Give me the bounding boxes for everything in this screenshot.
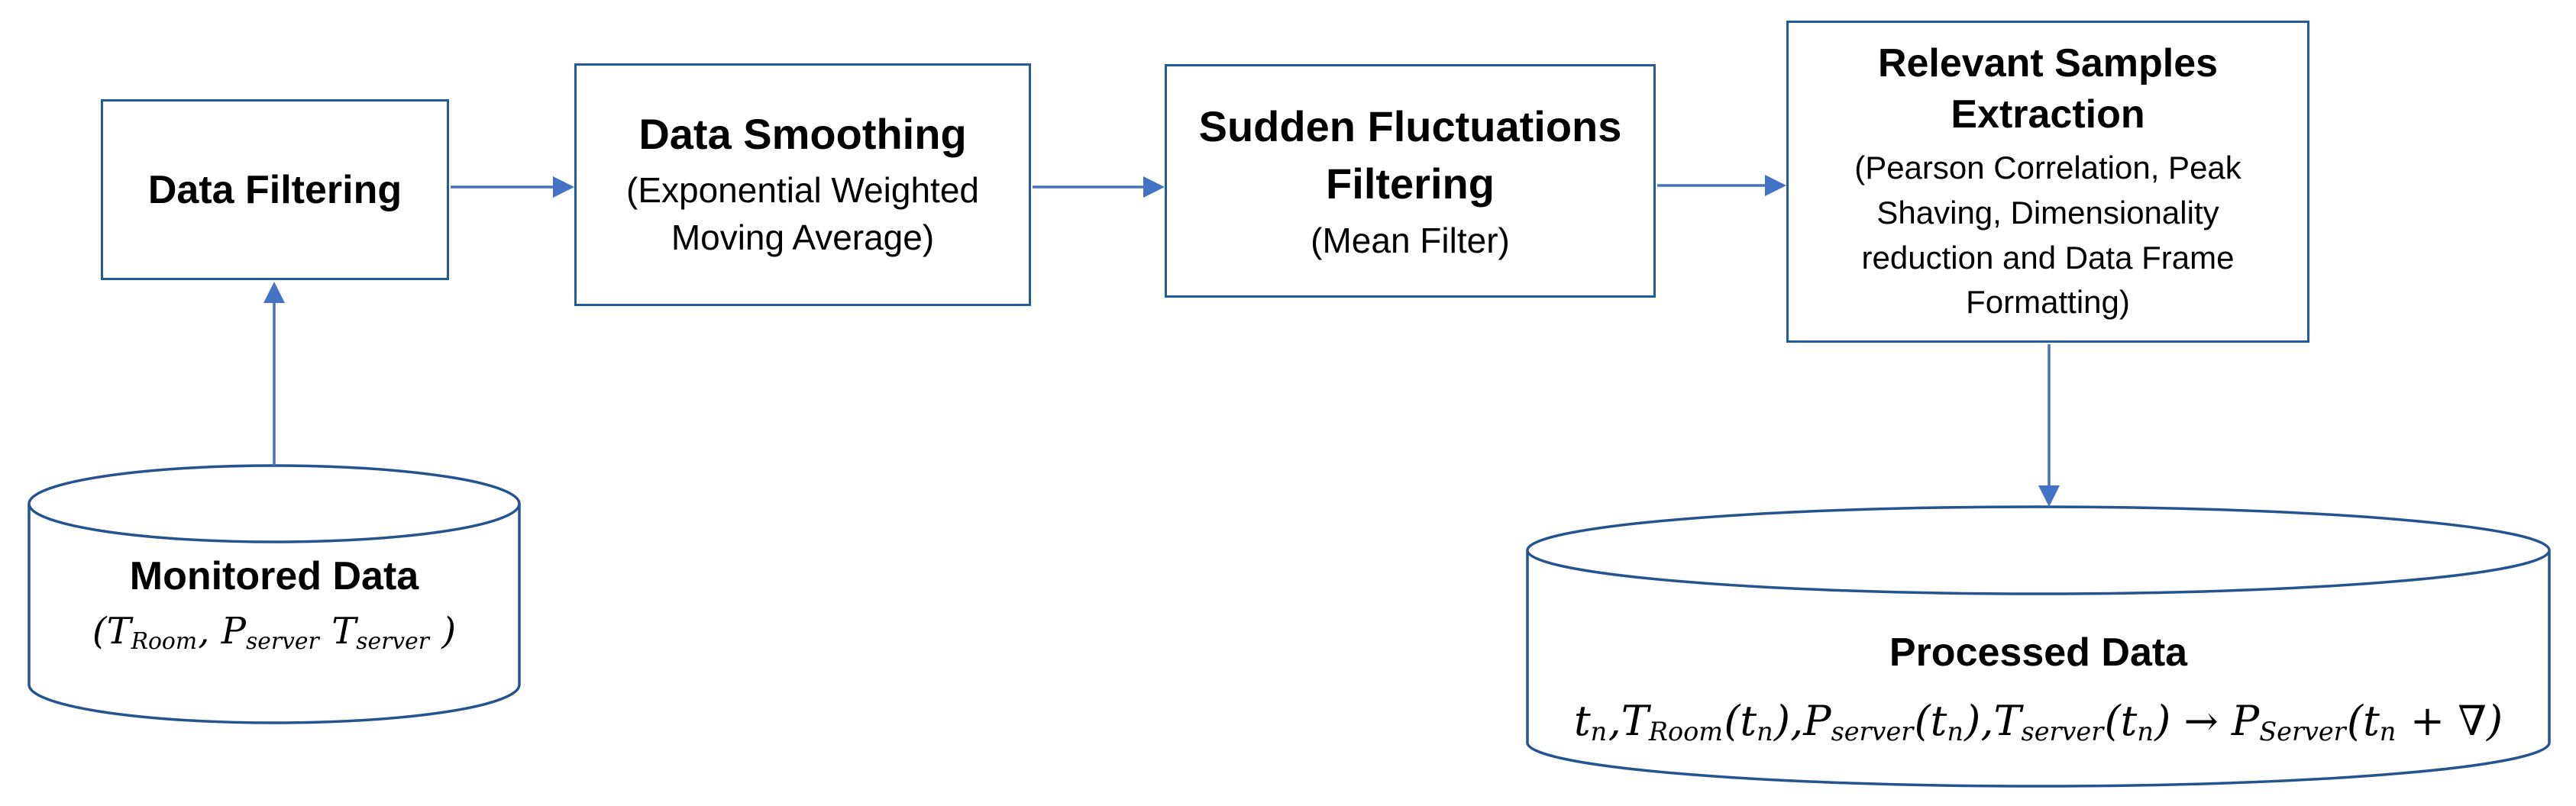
data-filtering-box: Data Filtering <box>101 99 449 280</box>
sudden-fluctuations-subtitle-line-1: (Mean Filter) <box>1311 221 1510 261</box>
arrow-relevant-samples-to-processed-data <box>2038 344 2060 507</box>
sudden-fluctuations-subtitle: (Mean Filter) <box>1311 218 1510 264</box>
monitored-data-formula: (TRoom, Pserver Tserver ) <box>92 610 457 655</box>
monitored-data-title: Monitored Data <box>129 554 419 598</box>
arrow-monitored-data-to-data-filtering <box>263 282 285 466</box>
relevant-samples-title-line-1: Relevant Samples <box>1877 40 2219 85</box>
sudden-fluctuations-filtering-title: Sudden Fluctuations Filtering <box>1199 98 1622 212</box>
arrow-data-smoothing-to-sudden-fluctuations <box>1033 176 1165 198</box>
sudden-fluctuations-title-line-2: Filtering <box>1326 160 1495 208</box>
data-smoothing-title: Data Smoothing <box>638 109 967 158</box>
data-smoothing-subtitle: (Exponential Weighted Moving Average) <box>626 167 979 261</box>
relevant-samples-subtitle-line-1: (Pearson Correlation, Peak <box>1854 150 2241 185</box>
data-smoothing-subtitle-line-1: (Exponential Weighted <box>626 169 979 210</box>
monitored-data-label: Monitored Data (TRoom, Pserver Tserver ) <box>29 519 519 687</box>
arrow-data-filtering-to-data-smoothing <box>451 176 574 198</box>
data-smoothing-box: Data Smoothing (Exponential Weighted Mov… <box>574 63 1031 306</box>
relevant-samples-title-line-2: Extraction <box>1951 92 2145 137</box>
processed-data-title: Processed Data <box>1889 630 2188 675</box>
sudden-fluctuations-filtering-box: Sudden Fluctuations Filtering (Mean Filt… <box>1165 64 1656 298</box>
processed-data-label: Processed Data tn,TRoom(tn),Pserver(tn),… <box>1527 607 2549 767</box>
relevant-samples-subtitle: (Pearson Correlation, Peak Shaving, Dime… <box>1854 146 2241 325</box>
processed-data-cylinder <box>1526 505 2551 788</box>
arrow-sudden-fluctuations-to-relevant-samples <box>1657 175 1786 196</box>
sudden-fluctuations-title-line-1: Sudden Fluctuations <box>1198 102 1622 151</box>
data-smoothing-subtitle-line-2: Moving Average) <box>671 217 935 257</box>
relevant-samples-extraction-title: Relevant Samples Extraction <box>1878 38 2218 141</box>
relevant-samples-subtitle-line-4: Formatting) <box>1966 284 2130 321</box>
data-filtering-title: Data Filtering <box>147 167 402 212</box>
relevant-samples-extraction-box: Relevant Samples Extraction (Pearson Cor… <box>1786 21 2309 343</box>
processed-data-formula: tn,TRoom(tn),Pserver(tn),Tserver(tn) → P… <box>1573 696 2503 746</box>
relevant-samples-subtitle-line-2: Shaving, Dimensionality <box>1876 194 2219 231</box>
relevant-samples-subtitle-line-3: reduction and Data Frame <box>1861 239 2235 276</box>
